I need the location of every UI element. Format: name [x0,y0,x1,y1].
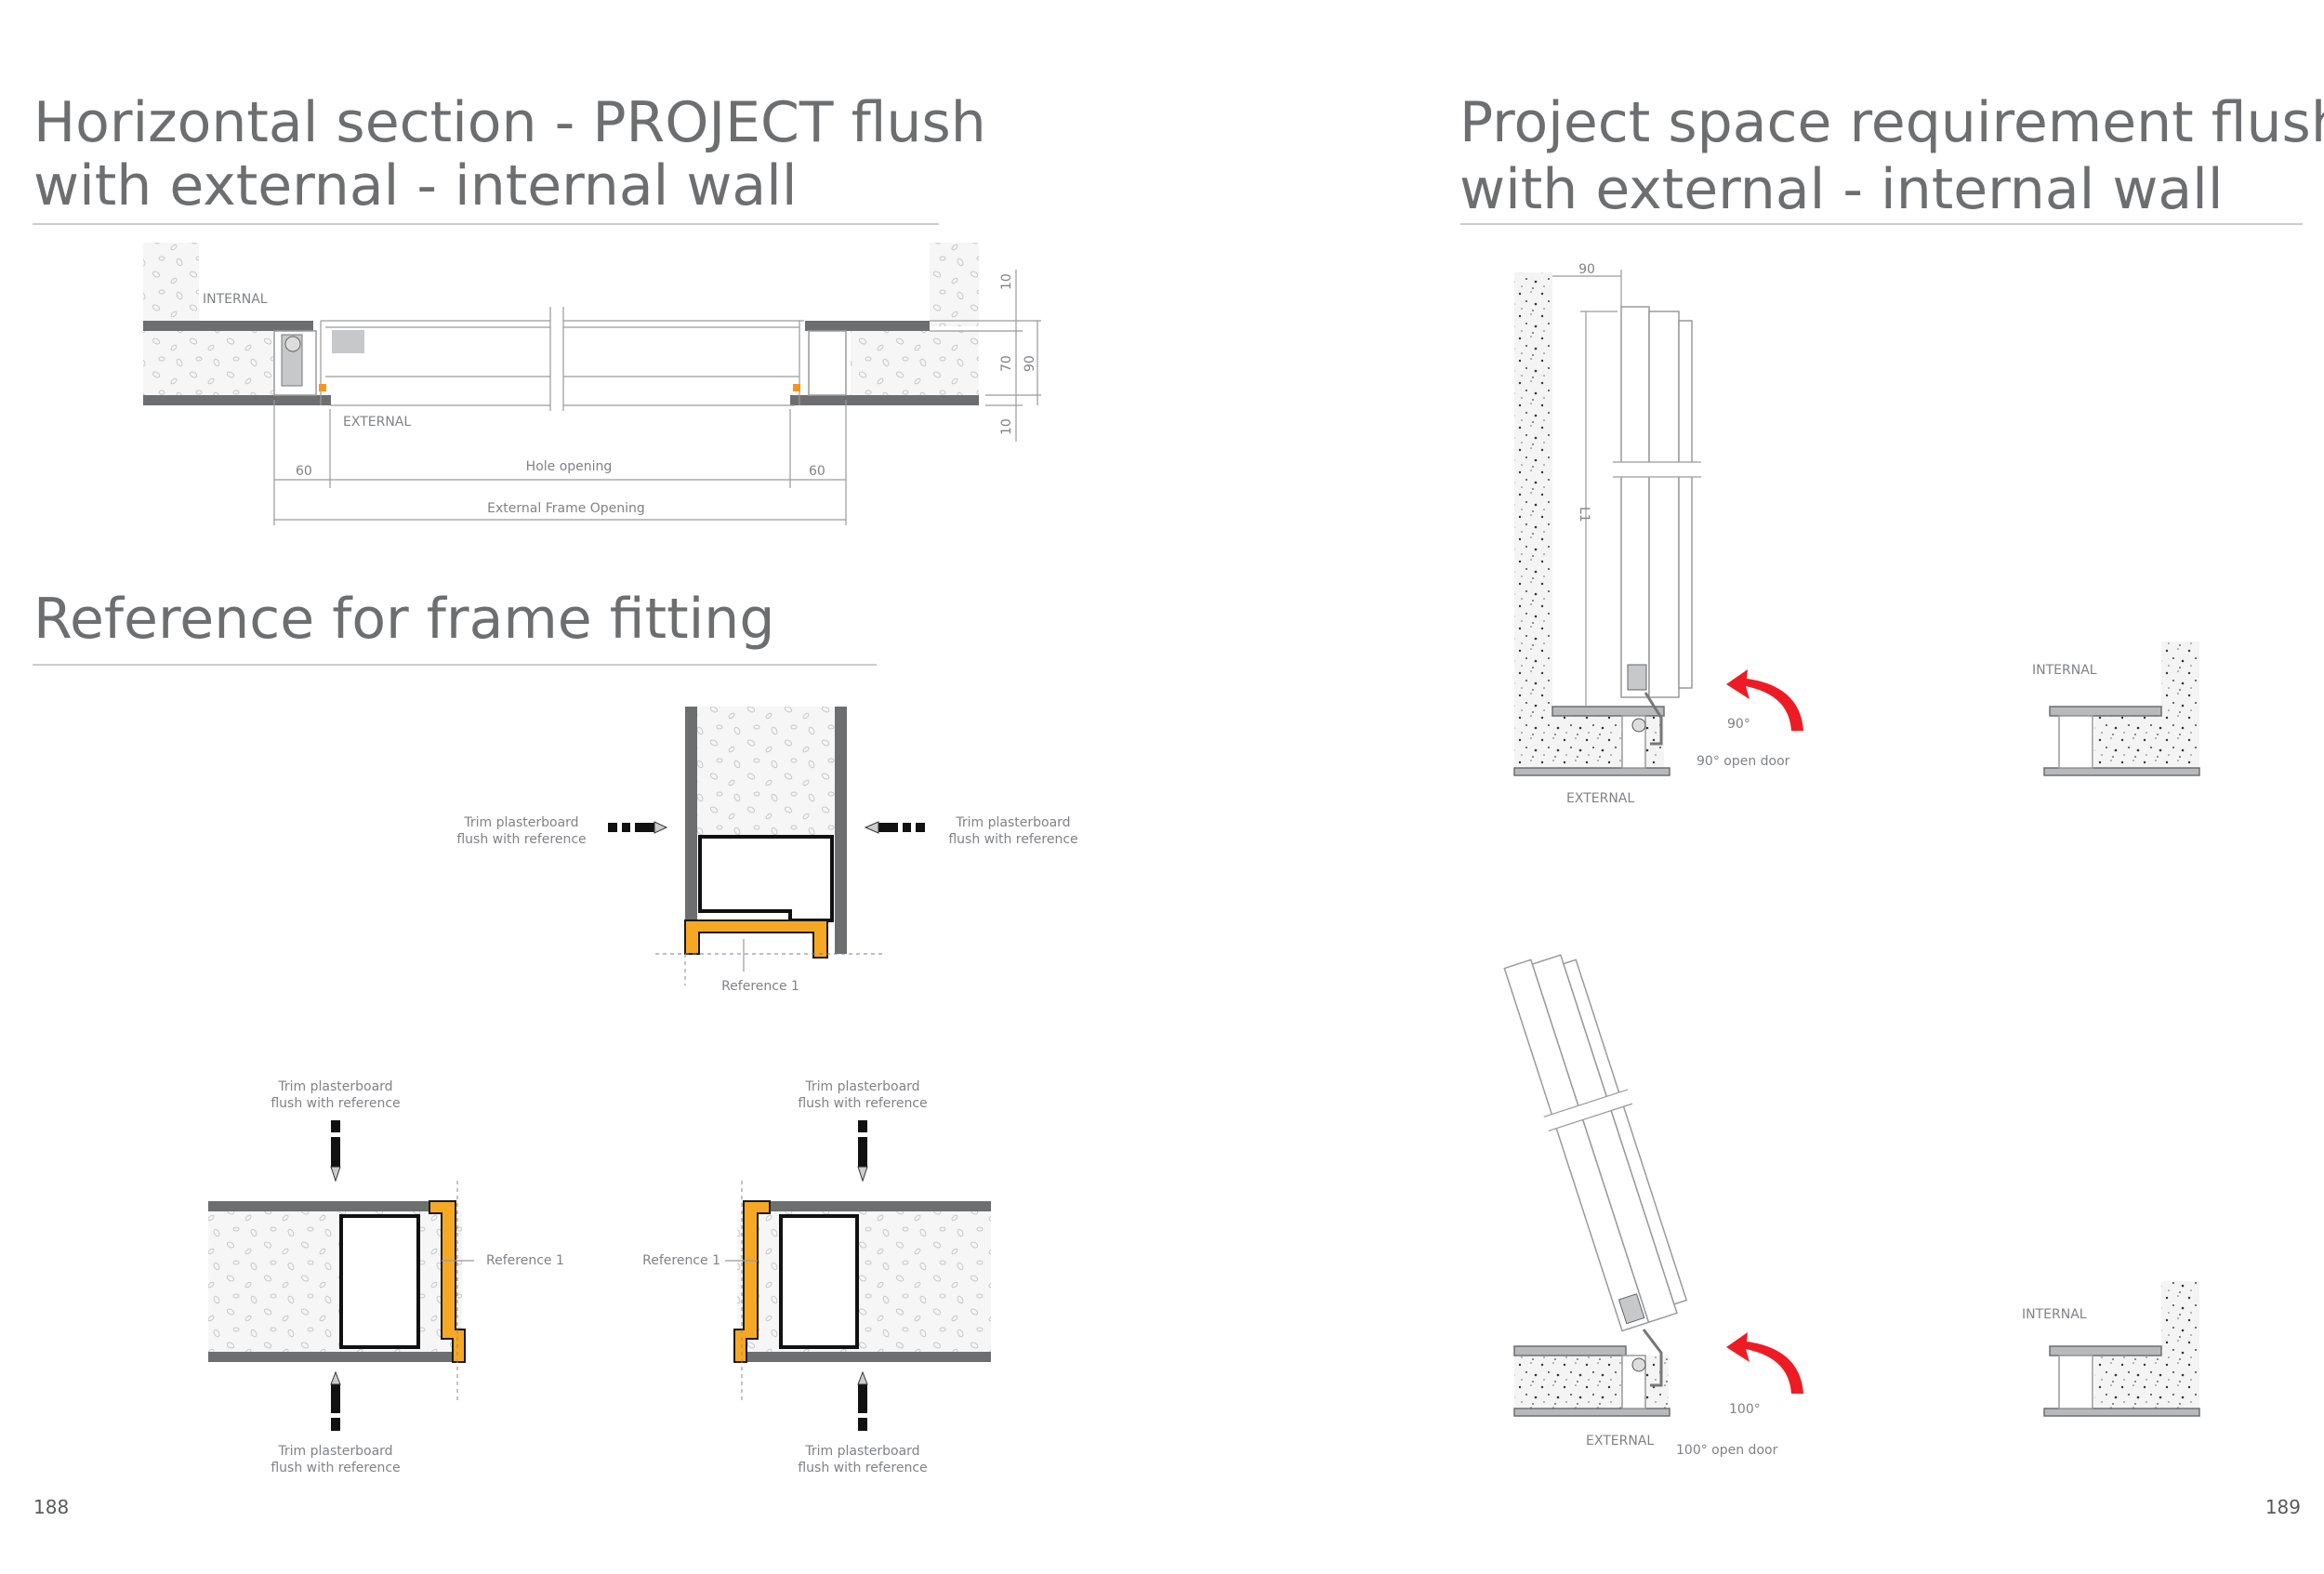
trim-label-right-1: Trim plasterboard [955,815,1070,830]
label-internal: INTERNAL [203,292,268,307]
dim-right-60: 60 [809,464,825,479]
external-90: EXTERNAL [1566,791,1634,806]
screw-icon [330,1120,341,1183]
angle-100: 100° [1729,1402,1761,1417]
dim-70: 70 [999,355,1014,372]
small-internal-diagram-1 [2043,642,2200,776]
trim-label-right-2: flush with reference [948,832,1077,847]
page-number-right: 189 [2265,1496,2301,1518]
small-internal-diagram-2 [2043,1281,2200,1417]
trim-label-bl-top-1: Trim plasterboard [277,1079,392,1094]
trim-label-bl-bottom-1: Trim plasterboard [277,1444,392,1459]
fitting-diagram-left [208,1181,474,1404]
dim-top-10: 10 [999,273,1014,290]
right-title-line1: Project space requirement flush [1459,90,2324,155]
page-number-left: 188 [33,1496,69,1518]
trim-label-br-top-2: flush with reference [798,1096,927,1111]
screw-icon [608,821,668,834]
horizontal-section-diagram [143,243,1041,525]
trim-label-br-bottom-2: flush with reference [798,1461,927,1475]
fitting-diagram-top [655,707,883,985]
reference-label-right: Reference 1 [642,1253,720,1268]
screw-icon [864,821,925,834]
red-arrow-90-icon [1726,669,1803,731]
fitting-title: Reference for frame fitting [33,587,774,652]
left-title-line2: with external - internal wall [33,153,798,218]
dim-l1: L1 [1577,507,1591,522]
external-100: EXTERNAL [1586,1434,1654,1448]
left-title-line1: Horizontal section - PROJECT flush [33,90,986,155]
reference-label-top: Reference 1 [721,979,799,994]
screw-icon [857,1120,868,1183]
door-90-diagram [1513,270,1701,776]
trim-label-br-bottom-1: Trim plasterboard [804,1444,919,1459]
trim-label-left-2: flush with reference [456,832,586,847]
caption-100-open: 100° open door [1676,1443,1778,1458]
external-frame-opening-label: External Frame Opening [487,501,645,516]
dim-90: 90 [1023,355,1037,372]
red-arrow-100-icon [1726,1332,1803,1394]
internal-90: INTERNAL [2032,663,2097,678]
trim-label-bl-bottom-2: flush with reference [271,1461,400,1475]
dim-left-60: 60 [296,464,312,479]
door-100-diagram [1503,954,1688,1417]
angle-90: 90° [1727,717,1750,732]
label-external: EXTERNAL [343,415,411,430]
reference-label-left: Reference 1 [486,1253,564,1268]
internal-100: INTERNAL [2022,1307,2087,1322]
fitting-diagram-right [725,1181,991,1404]
screw-icon [857,1370,868,1431]
right-title-line2: with external - internal wall [1459,157,2224,222]
dim-bottom-10: 10 [999,418,1014,435]
trim-label-bl-top-2: flush with reference [271,1096,400,1111]
hole-opening-label: Hole opening [526,459,613,474]
dim-90-width: 90 [1578,262,1595,277]
screw-icon [330,1370,341,1431]
trim-label-left-1: Trim plasterboard [463,815,578,830]
trim-label-br-top-1: Trim plasterboard [804,1079,919,1094]
caption-90-open: 90° open door [1697,754,1790,769]
